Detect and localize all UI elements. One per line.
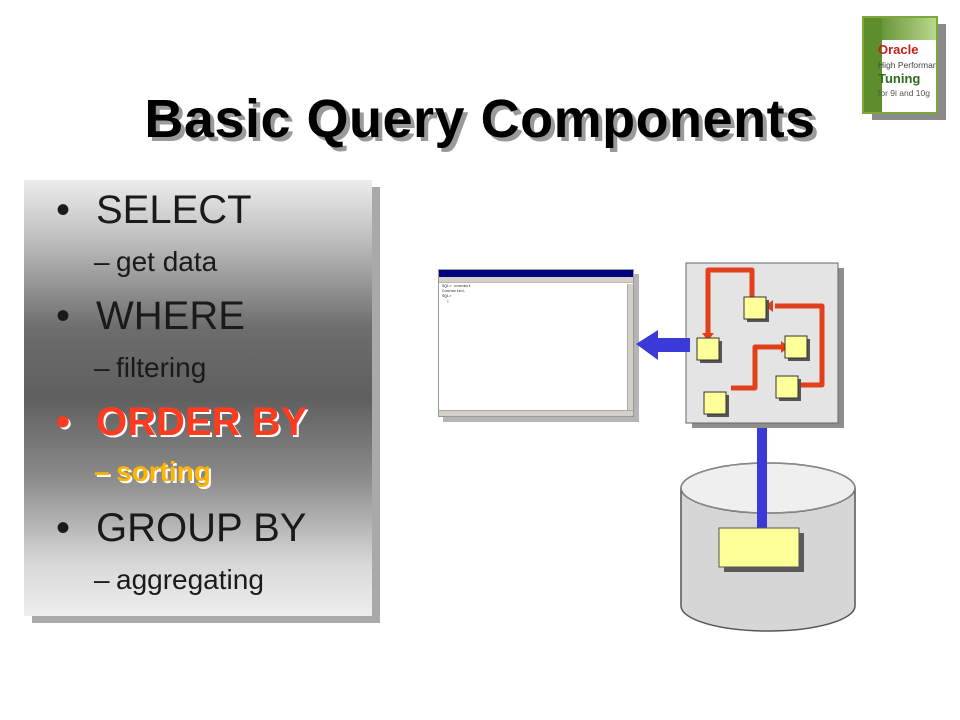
data-block-icon (718, 527, 800, 568)
engine-nodes (696, 296, 810, 417)
bullet-group-by: •GROUP BY (56, 506, 307, 550)
engine-to-db-connector (757, 424, 767, 532)
book-cover-image: Oracle High Performance Tuning for 9i an… (862, 16, 946, 120)
flow-paths (705, 267, 825, 391)
bullet-where: •WHERE (56, 294, 245, 338)
book-brand: Oracle (878, 42, 919, 57)
bullet-order-by: •ORDER BY (56, 400, 308, 444)
result-arrow-icon (636, 330, 690, 360)
sqlplus-window-icon: SQL> connect Connected. SQL> | (438, 269, 634, 417)
bullet-select: •SELECT (56, 188, 252, 232)
sub-bullet-filtering: –filtering (94, 352, 207, 383)
bullet-panel: •SELECT –get data •WHERE –filtering •ORD… (24, 180, 372, 616)
book-line1: High Performance (878, 60, 938, 70)
sub-bullet-aggregating: –aggregating (94, 564, 264, 595)
slide-title: Basic Query Components (144, 89, 816, 149)
sub-bullet-sorting: –sorting (94, 456, 211, 487)
sub-bullet-get-data: –get data (94, 246, 218, 277)
book-line2: Tuning (878, 71, 921, 86)
book-line3: for 9i and 10g (878, 88, 930, 98)
